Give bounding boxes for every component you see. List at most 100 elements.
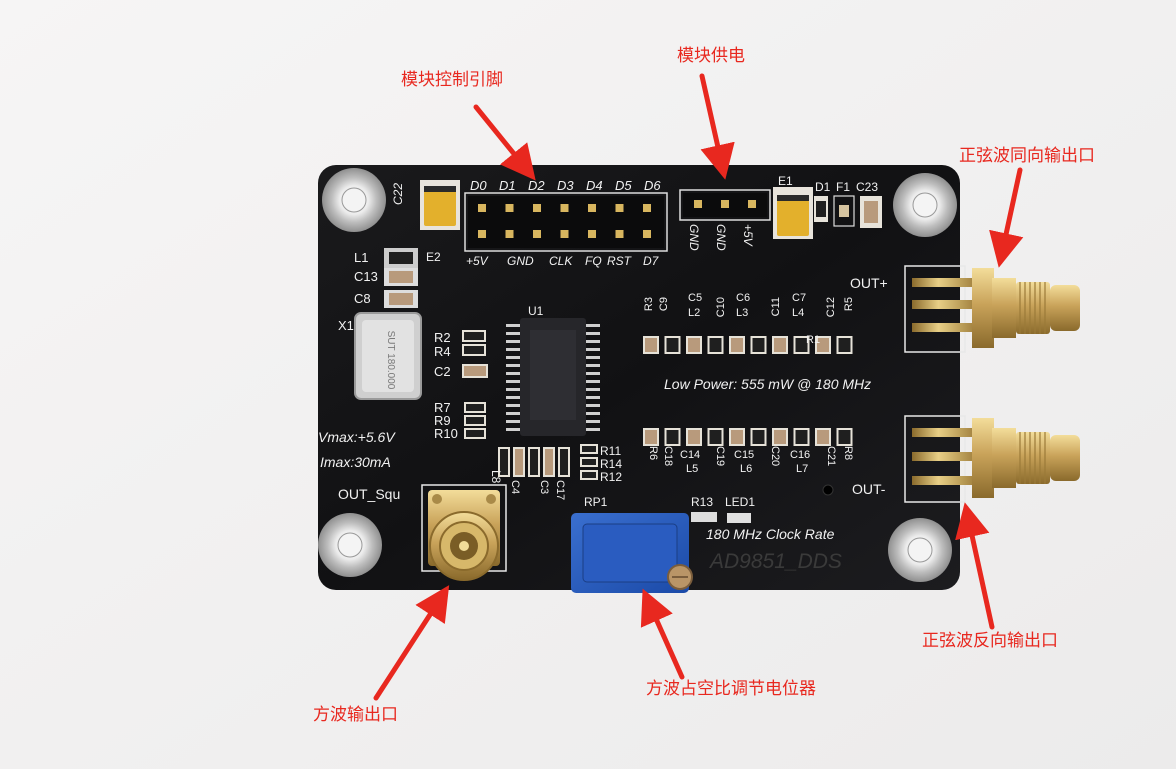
header-top-label: D1 xyxy=(499,178,516,193)
out-squ-label: OUT_Squ xyxy=(338,486,400,502)
ref-l2: L2 xyxy=(688,307,700,319)
chip-pin xyxy=(506,340,522,343)
crystal-x1 xyxy=(354,312,422,400)
ref-c3: C3 xyxy=(538,480,550,494)
ref-c4: C4 xyxy=(509,480,521,494)
chip-pin xyxy=(506,388,522,391)
out-minus-label: OUT- xyxy=(852,481,886,497)
smd-part xyxy=(645,338,657,352)
smd-part xyxy=(582,446,596,452)
out-plus-label: OUT+ xyxy=(850,275,888,291)
annotation-control-pins: 模块控制引脚 xyxy=(401,70,503,90)
ref-led1: LED1 xyxy=(725,495,755,509)
ref-r12: R12 xyxy=(600,470,622,484)
ref-l4: L4 xyxy=(792,307,804,319)
smd-part xyxy=(709,338,722,352)
sma-connector-out-plus xyxy=(904,265,1080,353)
silkscreen: C22 E2 E1 D1 F1 C23 L1 C13 C8 X1 U1 R2 R… xyxy=(318,174,888,573)
smd-part xyxy=(582,472,596,478)
header-pin xyxy=(560,230,569,238)
chip-u1 xyxy=(506,318,600,436)
ref-c2: C2 xyxy=(434,364,451,379)
chip-pin xyxy=(584,364,600,367)
smd-part xyxy=(795,430,808,444)
smd-part xyxy=(817,430,829,444)
ref-l5: L5 xyxy=(686,463,698,475)
header-top-label: D5 xyxy=(615,178,632,193)
header-pin xyxy=(588,204,596,212)
smd-part xyxy=(466,404,484,411)
chip-pin xyxy=(584,380,600,383)
potentiometer-rp1 xyxy=(571,513,693,593)
smd-part xyxy=(666,338,679,352)
header-top-label: D6 xyxy=(644,178,661,193)
ref-r14: R14 xyxy=(600,457,622,471)
ref-l1: L1 xyxy=(354,250,368,265)
chip-pin xyxy=(584,332,600,335)
ref-c22: C22 xyxy=(391,183,405,205)
ref-l3: L3 xyxy=(736,307,748,319)
chip-pin xyxy=(506,348,522,351)
smd-part xyxy=(666,430,679,444)
ref-c8: C8 xyxy=(354,291,371,306)
ref-d1: D1 xyxy=(815,180,831,194)
header-pin xyxy=(615,204,624,212)
chip-pin xyxy=(506,420,522,423)
smd-part xyxy=(731,430,743,444)
ref-r1: R1 xyxy=(806,334,820,346)
header-pin xyxy=(478,230,486,238)
ref-c15: C15 xyxy=(734,449,754,461)
ref-r3: R3 xyxy=(643,297,655,311)
ref-c20: C20 xyxy=(769,446,781,466)
ref-c21: C21 xyxy=(825,446,837,466)
smd-part xyxy=(545,449,553,475)
chip-pin xyxy=(584,420,600,423)
smd-part xyxy=(752,430,765,444)
header-pin xyxy=(533,230,541,238)
chip-pin xyxy=(584,356,600,359)
clock-rate-label: 180 MHz Clock Rate xyxy=(706,526,835,542)
ref-r5: R5 xyxy=(843,297,855,311)
ref-e1: E1 xyxy=(778,174,793,188)
ref-c14: C14 xyxy=(680,449,700,461)
ref-c9: C9 xyxy=(658,297,670,311)
smd-part xyxy=(688,430,700,444)
smd-part xyxy=(530,449,538,475)
ref-c5: C5 xyxy=(688,292,702,304)
chip-pin xyxy=(506,332,522,335)
ref-c19: C19 xyxy=(714,446,726,466)
smd-part xyxy=(464,366,486,376)
capacitor-e2 xyxy=(420,180,460,230)
chip-pin xyxy=(584,396,600,399)
annotation-square-out: 方波输出口 xyxy=(313,705,398,725)
annotation-duty-pot: 方波占空比调节电位器 xyxy=(646,679,816,699)
ref-r2: R2 xyxy=(434,330,451,345)
smd-part xyxy=(774,430,786,444)
chip-pin xyxy=(506,396,522,399)
ref-e2: E2 xyxy=(426,250,441,264)
header-pin xyxy=(643,230,651,238)
header-bottom-label: RST xyxy=(607,254,633,268)
smd-part xyxy=(688,338,700,352)
header-pin xyxy=(643,204,651,212)
header-pin xyxy=(560,204,569,212)
chip-pin xyxy=(506,428,522,431)
chip-pin xyxy=(506,412,522,415)
header-pin xyxy=(588,230,596,238)
header-pin xyxy=(478,204,486,212)
control-pin-header xyxy=(464,192,668,252)
chip-pin xyxy=(584,372,600,375)
annotation-sine-out-pos: 正弦波同向输出口 xyxy=(959,146,1095,166)
pcb xyxy=(318,165,960,590)
chip-pin xyxy=(506,356,522,359)
chip-pin xyxy=(506,404,522,407)
header-top-label: D2 xyxy=(528,178,545,193)
sma-connector-square xyxy=(421,484,507,581)
imax-label: Imax:30mA xyxy=(320,454,391,470)
ref-rp1: RP1 xyxy=(584,495,608,509)
smd-part xyxy=(774,338,786,352)
smd-part xyxy=(645,430,657,444)
header-top-label: D3 xyxy=(557,178,574,193)
ref-c16: C16 xyxy=(790,449,810,461)
